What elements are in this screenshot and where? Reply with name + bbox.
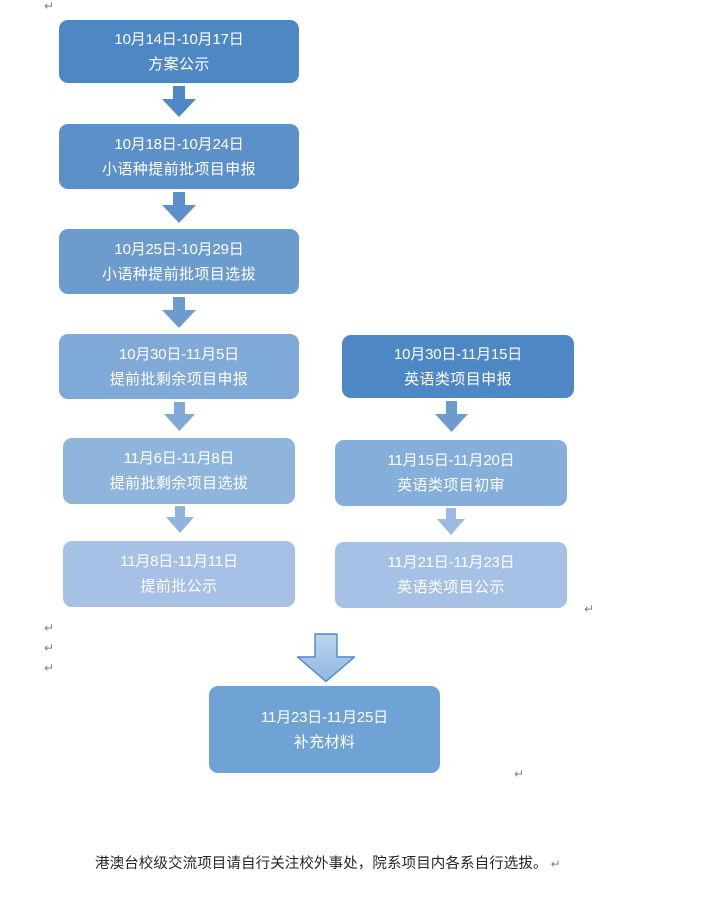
paragraph-mark-footer: ↵: [550, 857, 561, 871]
node-date: 11月8日-11月11日: [120, 553, 238, 570]
node-name: 英语类项目申报: [404, 370, 512, 388]
flow-arrow-7: [437, 508, 465, 535]
node-date: 10月14日-10月17日: [114, 30, 244, 48]
node-date: 10月30日-11月15日: [393, 345, 523, 363]
flow-arrow-4: [164, 402, 195, 431]
node-name: 补充材料: [293, 733, 356, 751]
node-name: 提前批公示: [140, 578, 218, 595]
flow-arrow-1: [162, 86, 196, 117]
process-node-10-final[interactable]: 11月23日-11月25日 补充材料: [209, 686, 440, 773]
flow-arrow-6: [435, 401, 468, 432]
paragraph-mark-left-3: ↵: [44, 661, 55, 675]
node-date: 11月6日-11月8日: [123, 450, 235, 467]
node-name: 提前批剩余项目申报: [109, 370, 249, 388]
node-date: 11月23日-11月25日: [261, 708, 388, 726]
node-name: 英语类项目初审: [397, 477, 505, 494]
footer-note-text: 港澳台校级交流项目请自行关注校外事处，院系项目内各系自行选拔。: [95, 856, 548, 872]
flow-arrow-3: [162, 297, 196, 328]
node-date: 10月25日-10月29日: [114, 240, 244, 258]
process-node-6[interactable]: 11月8日-11月11日 提前批公示: [63, 541, 295, 607]
node-name: 方案公示: [148, 55, 210, 73]
node-name: 提前批剩余项目选拔: [109, 475, 249, 492]
process-node-8[interactable]: 11月15日-11月20日 英语类项目初审: [335, 440, 567, 506]
node-name: 小语种提前批项目选拔: [101, 265, 256, 283]
paragraph-mark-left-1: ↵: [44, 621, 55, 635]
flow-arrow-2: [162, 192, 196, 223]
process-node-4[interactable]: 10月30日-11月5日 提前批剩余项目申报: [59, 334, 299, 399]
process-node-9[interactable]: 11月21日-11月23日 英语类项目公示: [335, 542, 567, 608]
paragraph-mark-right-2: ↵: [514, 767, 525, 781]
node-name: 英语类项目公示: [397, 579, 505, 596]
node-date: 11月21日-11月23日: [387, 554, 515, 571]
node-date: 10月18日-10月24日: [114, 135, 244, 153]
process-node-2[interactable]: 10月18日-10月24日 小语种提前批项目申报: [59, 124, 299, 189]
process-node-7[interactable]: 10月30日-11月15日 英语类项目申报: [342, 335, 574, 398]
process-node-3[interactable]: 10月25日-10月29日 小语种提前批项目选拔: [59, 229, 299, 294]
node-date: 10月30日-11月5日: [119, 345, 239, 363]
paragraph-mark-left-2: ↵: [44, 641, 55, 655]
flow-arrow-5: [166, 506, 194, 533]
footer-note: 港澳台校级交流项目请自行关注校外事处，院系项目内各系自行选拔。↵: [95, 852, 561, 873]
process-node-5[interactable]: 11月6日-11月8日 提前批剩余项目选拔: [63, 438, 295, 504]
paragraph-mark-top: ↵: [44, 0, 55, 13]
paragraph-mark-right-1: ↵: [584, 602, 595, 616]
node-date: 11月15日-11月20日: [387, 452, 515, 469]
node-name: 小语种提前批项目申报: [101, 160, 256, 178]
process-node-1[interactable]: 10月14日-10月17日 方案公示: [59, 20, 299, 83]
merge-arrow-to-final: [296, 633, 356, 683]
